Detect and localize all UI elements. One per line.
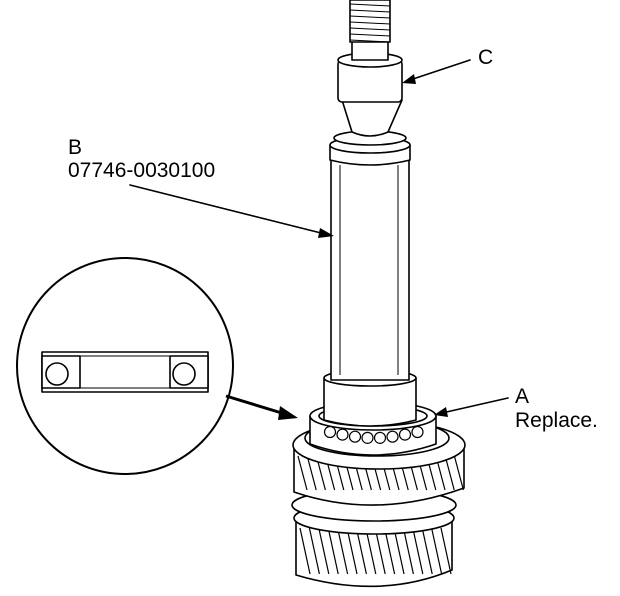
callout-a-letter: A [515,385,530,408]
leader-line-a [434,397,509,417]
callout-c-letter: C [478,46,494,69]
callout-b-part-number: 07746-0030100 [68,159,216,182]
callout-a-note: Replace. [515,409,598,432]
bearing-detail-inset [16,257,298,475]
leader-line-c [402,59,471,84]
driver-handle-c [337,0,403,137]
callout-b-letter: B [68,136,83,159]
bearing-cross-section [41,351,209,393]
driver-attachment-b [323,130,417,427]
leader-line-b [129,184,334,238]
